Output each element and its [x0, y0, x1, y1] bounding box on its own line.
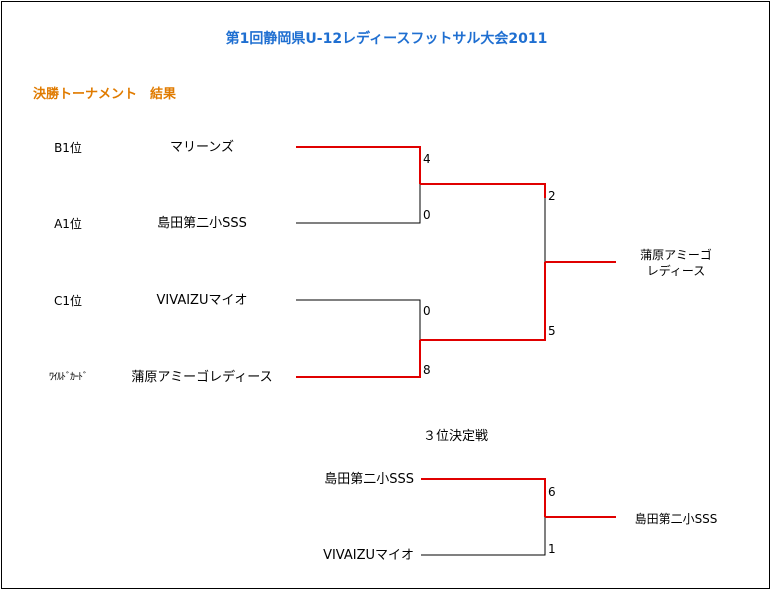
team-name: マリーンズ: [169, 140, 235, 155]
score: 2: [548, 189, 556, 203]
bracket-line-final-bottom: [420, 262, 546, 341]
seed-label: A1位: [54, 217, 82, 231]
bracket-line-third-bottom: [421, 517, 546, 556]
bracket-line-shimada: [296, 184, 421, 224]
score: 5: [548, 324, 556, 338]
seed-label: C1位: [53, 294, 82, 308]
score: 1: [548, 542, 556, 556]
champion-name: 蒲原アミーゴ レディース: [606, 247, 746, 279]
score: 6: [548, 485, 556, 499]
score: 0: [423, 304, 431, 318]
seed-label: ﾜｲﾙﾄﾞｶｰﾄﾞ: [49, 372, 88, 383]
bracket-line-third-top: [421, 478, 546, 517]
team-name: 蒲原アミーゴレディース: [131, 370, 273, 385]
page-title: 第1回静岡県U-12レディースフットサル大会2011: [225, 31, 548, 47]
third-place-heading: ３位決定戦: [423, 429, 489, 444]
champion-line: レディース: [646, 264, 706, 278]
seed-label: B1位: [54, 141, 82, 155]
champion-line: 蒲原アミーゴ: [640, 248, 712, 262]
score: 0: [423, 208, 431, 222]
team-name: 島田第二小SSS: [324, 472, 414, 487]
bracket-line-kanbara: [296, 340, 421, 378]
team-name: VIVAIZUマイオ: [156, 293, 248, 308]
bracket-line-vivaizu: [296, 299, 421, 340]
third-place-winner: 島田第二小SSS: [634, 512, 718, 526]
score: 8: [423, 363, 431, 377]
bracket-line-final-top: [420, 183, 546, 198]
bracket-line-marines: [296, 146, 421, 184]
score: 4: [423, 152, 431, 166]
team-name: VIVAIZUマイオ: [323, 548, 414, 563]
section-title: 決勝トーナメント 結果: [33, 87, 177, 102]
team-name: 島田第二小SSS: [157, 216, 247, 231]
